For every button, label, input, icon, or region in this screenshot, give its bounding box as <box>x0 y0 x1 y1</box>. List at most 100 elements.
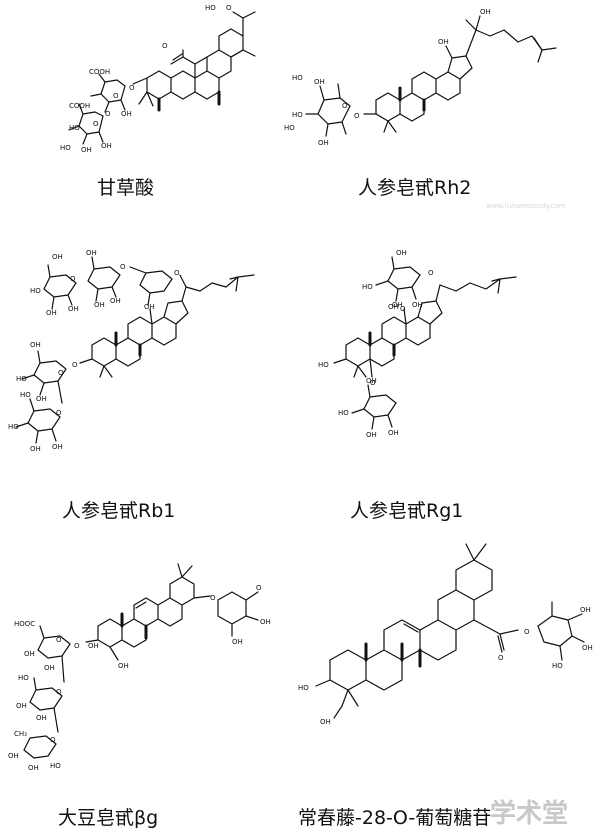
atom-label: O <box>498 654 504 662</box>
atom-label: O <box>354 112 360 120</box>
atom-label: O <box>105 110 111 118</box>
atom-label: O <box>74 642 80 650</box>
atom-label: HO <box>284 124 295 132</box>
caption-ginsenoside-rb1: 人参皂甙Rb1 <box>62 500 176 522</box>
atom-label: HO <box>50 762 61 770</box>
caption-soyasaponin: 大豆皂甙βg <box>58 807 159 829</box>
atom-label: O <box>93 120 99 128</box>
atom-label: OH <box>582 644 593 652</box>
atom-label: HO <box>16 375 27 383</box>
watermark-logo: 学术堂 <box>490 798 568 829</box>
atom-label: HO <box>205 4 216 12</box>
atom-label: HO <box>60 144 71 152</box>
atom-label: HO <box>30 287 41 295</box>
atom-label: OH <box>118 662 129 670</box>
hederagenin-glucoside-diagram: HO OH O O OH OH HO <box>298 543 593 726</box>
atom-label: O <box>210 594 216 602</box>
ginsenoside-rb1-diagram: OH O OH HO O OH OH O OH OH HO HO O OH O … <box>8 249 255 453</box>
structure-soyasaponin: O O OH HOOC O OH OH O OH O OH OH HO CH₃ … <box>0 530 300 840</box>
atom-label: O <box>162 42 168 50</box>
structure-ginsenoside-rh2: OH OH HO O HO OH O OH HO 人参皂甙Rh2 <box>280 0 600 200</box>
atom-label: O <box>129 84 135 92</box>
atom-label: OH <box>260 618 271 626</box>
atom-label: O <box>256 584 262 592</box>
atom-label: OH <box>88 642 99 650</box>
ginsenoside-rh2-diagram: OH OH HO O HO OH O OH HO <box>284 8 557 147</box>
structure-ginsenoside-rg1: OH O HO OH OH O OH HO O OH HO OH OH 人参皂甙… <box>300 245 600 530</box>
atom-label: O <box>56 688 62 696</box>
atom-label: OH <box>412 301 423 309</box>
atom-label: O <box>524 628 530 636</box>
atom-label: OH <box>392 301 403 309</box>
atom-label: OH <box>388 429 399 437</box>
ginsenoside-rg1-diagram: OH O HO OH OH O OH HO O OH HO OH OH <box>318 249 517 439</box>
atom-label: HO <box>338 409 349 417</box>
atom-label: O <box>226 4 232 12</box>
watermark-text: 学术堂 <box>490 798 568 829</box>
atom-label: O <box>342 102 348 110</box>
atom-label: OH <box>318 139 329 147</box>
atom-label: OH <box>28 764 39 772</box>
structure-glycyrrhizin: HO O O O COOH O COOH HO O OH HO OH O OH … <box>55 0 275 200</box>
atom-label: OH <box>44 664 55 672</box>
atom-label: CH₃ <box>14 730 27 738</box>
atom-label: O <box>56 409 62 417</box>
atom-label: OH <box>396 249 407 257</box>
atom-label: OH <box>366 377 377 385</box>
atom-label: HO <box>8 423 19 431</box>
atom-label: O <box>72 361 78 369</box>
atom-label: OH <box>94 301 105 309</box>
atom-label: HO <box>69 124 80 132</box>
atom-label: OH <box>30 445 41 453</box>
atom-label: OH <box>24 650 35 658</box>
watermark-url: www.lunwenstudy.com <box>486 202 566 210</box>
atom-label: O <box>70 275 76 283</box>
atom-label: HO <box>552 662 563 670</box>
atom-label: HO <box>292 74 303 82</box>
atom-label: HO <box>20 391 31 399</box>
atom-label: OH <box>36 714 47 722</box>
atom-label: OH <box>144 303 155 311</box>
atom-label: OH <box>81 146 92 154</box>
soyasaponin-diagram: O O OH HOOC O OH OH O OH O OH OH HO CH₃ … <box>8 563 271 772</box>
atom-label: OH <box>52 443 63 451</box>
atom-label: OH <box>8 752 19 760</box>
atom-label: OH <box>314 78 325 86</box>
atom-label: OH <box>86 249 97 257</box>
caption-hederagenin-glucoside: 常春藤-28-O-葡萄糖苷 <box>298 807 492 829</box>
atom-label: O <box>400 305 406 313</box>
atom-label: OH <box>36 395 47 403</box>
atom-label: OH <box>52 253 63 261</box>
atom-label: OH <box>366 431 377 439</box>
atom-label: HOOC <box>14 620 35 628</box>
atom-label: O <box>370 379 376 387</box>
atom-label: COOH <box>69 102 90 110</box>
atom-label: O <box>113 92 119 100</box>
atom-label: O <box>174 269 180 277</box>
atom-label: O <box>56 636 62 644</box>
atom-label: OH <box>110 297 121 305</box>
structure-hederagenin-glucoside: HO OH O O OH OH HO 常春藤-28-O-葡萄糖苷 <box>290 530 600 840</box>
atom-label: OH <box>232 638 243 646</box>
atom-label: O <box>120 263 126 271</box>
atom-label: O <box>58 369 64 377</box>
atom-label: HO <box>18 674 29 682</box>
atom-label: OH <box>46 309 57 317</box>
atom-label: OH <box>121 110 132 118</box>
atom-label: COOH <box>89 68 110 76</box>
atom-label: HO <box>292 111 303 119</box>
atom-label: OH <box>580 606 591 614</box>
atom-label: OH <box>438 38 449 46</box>
atom-label: HO <box>362 283 373 291</box>
atom-label: OH <box>16 702 27 710</box>
atom-label: O <box>428 269 434 277</box>
atom-label: HO <box>298 684 309 692</box>
atom-label: OH <box>480 8 491 16</box>
atom-label: OH <box>30 341 41 349</box>
atom-label: OH <box>320 718 331 726</box>
structure-ginsenoside-rb1: OH O OH HO O OH OH O OH OH HO HO O OH O … <box>0 245 300 530</box>
atom-label: OH <box>101 142 112 150</box>
atom-label: OH <box>388 303 399 311</box>
caption-ginsenoside-rh2: 人参皂甙Rh2 <box>358 177 472 199</box>
caption-ginsenoside-rg1: 人参皂甙Rg1 <box>350 500 464 522</box>
